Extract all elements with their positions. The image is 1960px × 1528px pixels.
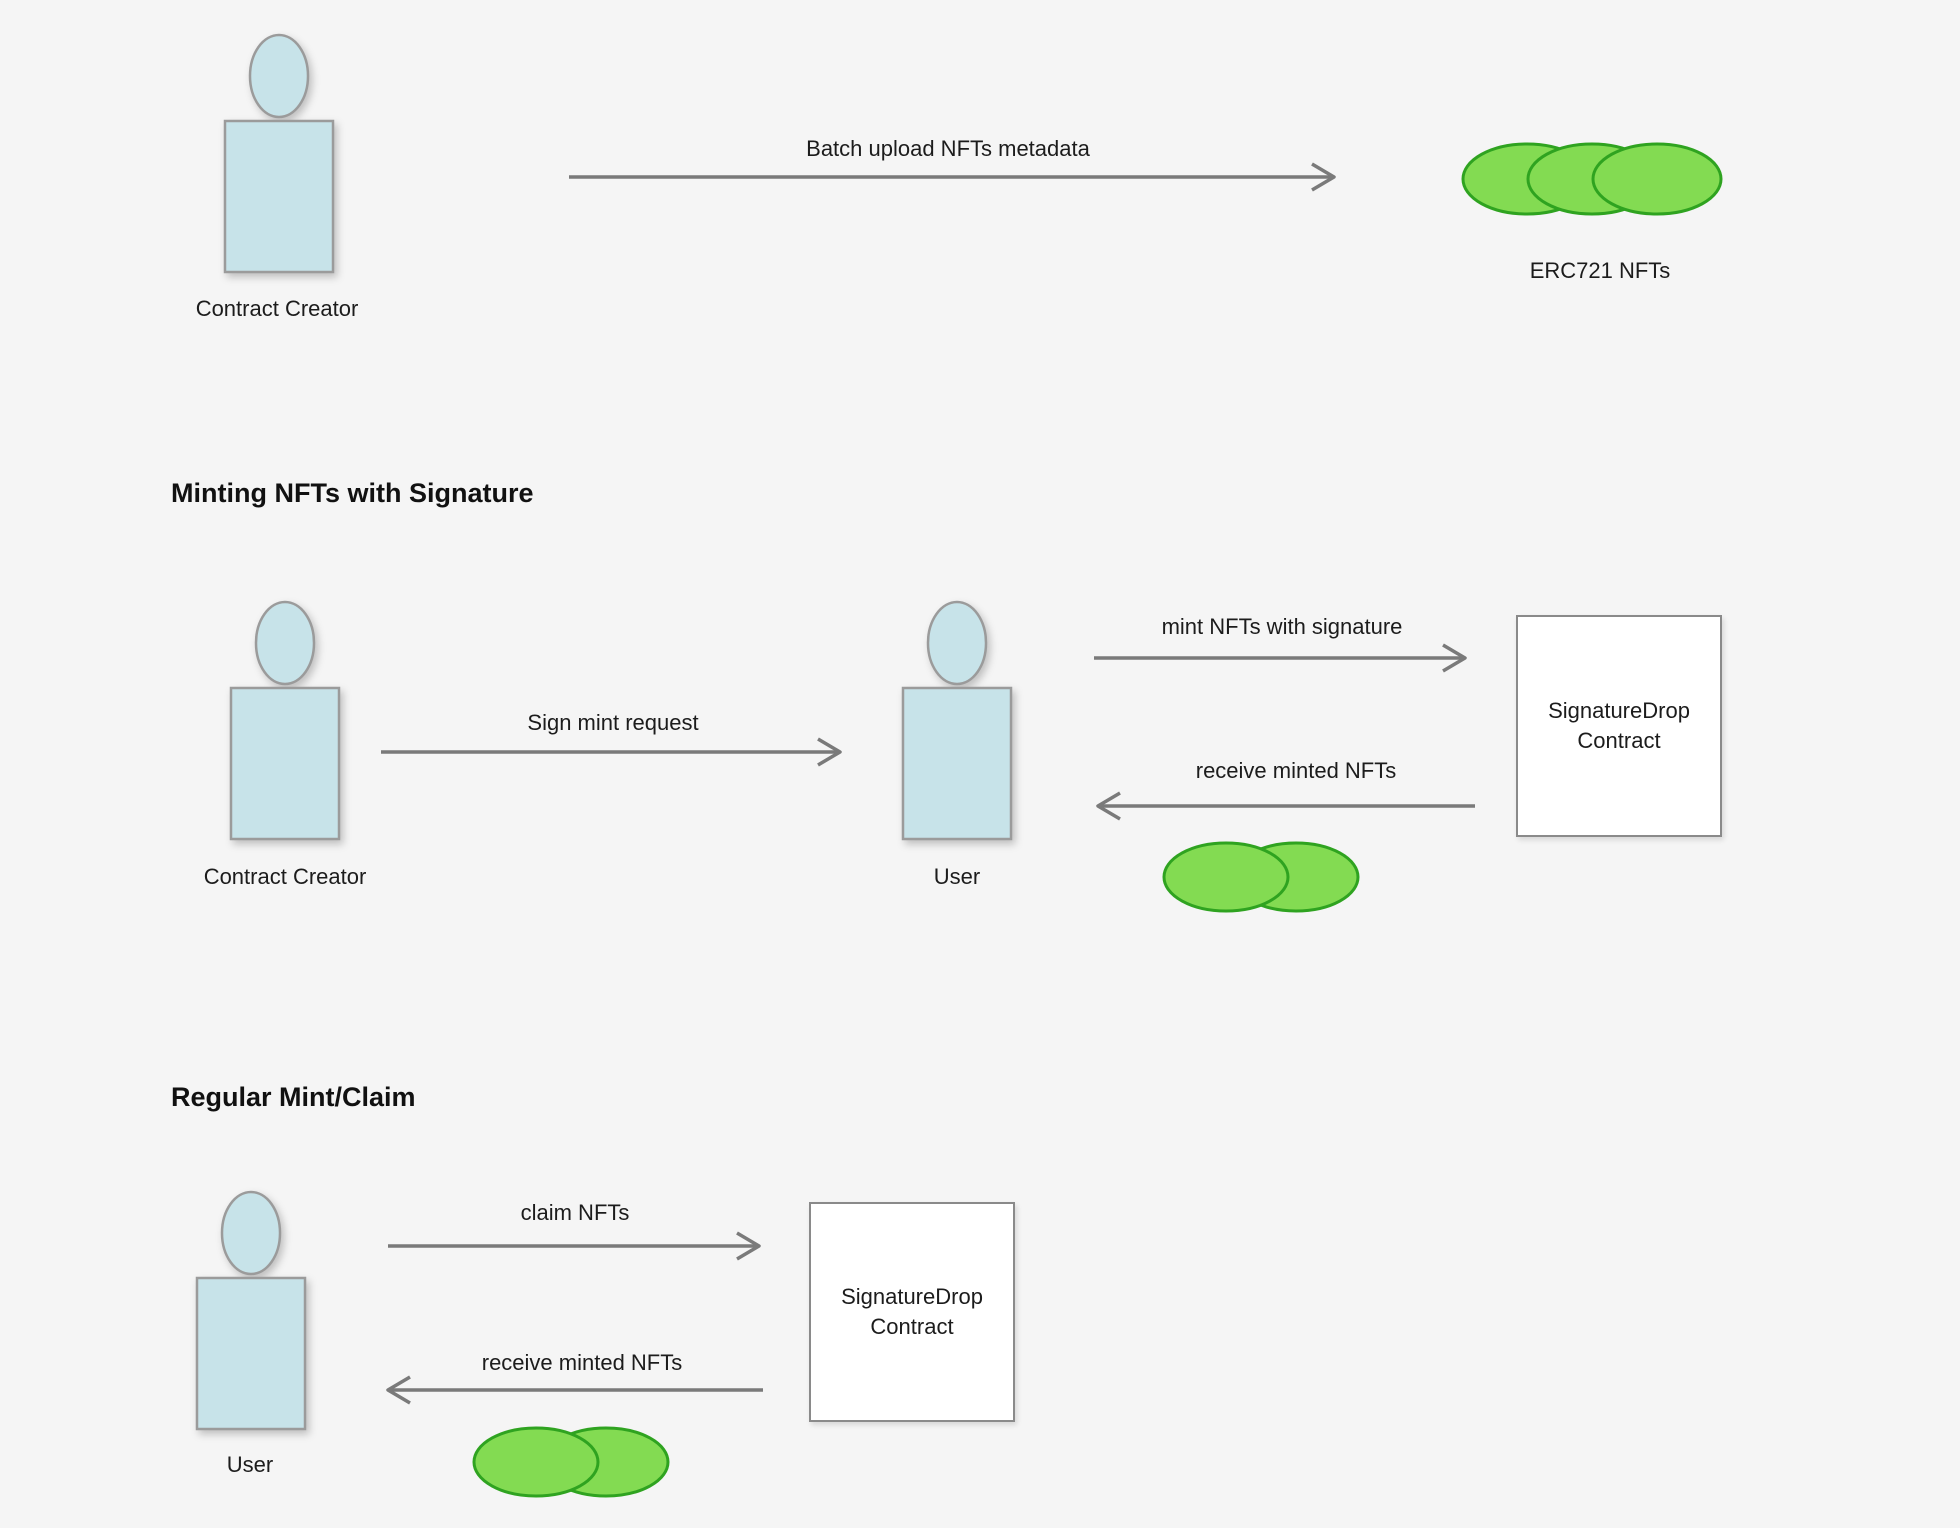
person-icon (223, 33, 335, 274)
section-title-minting-signature: Minting NFTs with Signature (171, 478, 534, 508)
batch-upload-arrow (569, 157, 1338, 202)
mint-with-signature-arrow-label: mint NFTs with signature (1161, 614, 1403, 639)
user-label-2: User (933, 864, 981, 889)
receive-minted-nfts-arrow-label-2: receive minted NFTs (481, 1350, 683, 1375)
claim-nfts-arrow-label: claim NFTs (520, 1200, 630, 1225)
receive-minted-nfts-arrow-label-1: receive minted NFTs (1195, 758, 1397, 783)
arrow-right-icon (381, 737, 842, 767)
minted-nft-stack-1 (1162, 840, 1360, 919)
receive-minted-nfts-arrow-1 (1094, 786, 1475, 831)
sign-mint-request-arrow (381, 732, 844, 777)
contract-creator-figure-1 (222, 33, 336, 280)
sign-mint-request-arrow-label: Sign mint request (527, 710, 699, 735)
user-figure-3 (194, 1190, 308, 1437)
arrow-right-icon (388, 1231, 761, 1261)
person-icon (901, 600, 1013, 841)
arrow-right-icon (1094, 643, 1467, 673)
contract-creator-label-2: Contract Creator (203, 864, 367, 889)
arrow-left-icon (1096, 791, 1475, 821)
batch-upload-arrow-label: Batch upload NFTs metadata (806, 136, 1090, 161)
section-title-regular-mint: Regular Mint/Claim (171, 1082, 416, 1112)
erc721-nfts-label: ERC721 NFTs (1529, 258, 1671, 283)
signaturedrop-contract-label-1: SignatureDrop Contract (1548, 698, 1690, 753)
mint-with-signature-arrow (1094, 638, 1469, 683)
nft-coins-icon (1162, 841, 1360, 913)
erc721-nft-stack (1460, 140, 1724, 223)
receive-minted-nfts-arrow-2 (384, 1370, 763, 1415)
signaturedrop-contract-box-2: SignatureDrop Contract (809, 1202, 1015, 1422)
nft-coins-icon (1461, 142, 1723, 216)
person-icon (229, 600, 341, 841)
user-figure-2 (900, 600, 1014, 847)
contract-creator-label-1: Contract Creator (195, 296, 359, 321)
minted-nft-stack-2 (472, 1425, 670, 1504)
arrow-right-icon (569, 162, 1336, 192)
claim-nfts-arrow (388, 1226, 763, 1271)
person-icon (195, 1190, 307, 1431)
user-label-3: User (226, 1452, 274, 1477)
signaturedrop-contract-label-2: SignatureDrop Contract (841, 1284, 983, 1339)
arrow-left-icon (386, 1375, 763, 1405)
nft-coins-icon (472, 1426, 670, 1498)
signaturedrop-contract-box-1: SignatureDrop Contract (1516, 615, 1722, 837)
contract-creator-figure-2 (228, 600, 342, 847)
